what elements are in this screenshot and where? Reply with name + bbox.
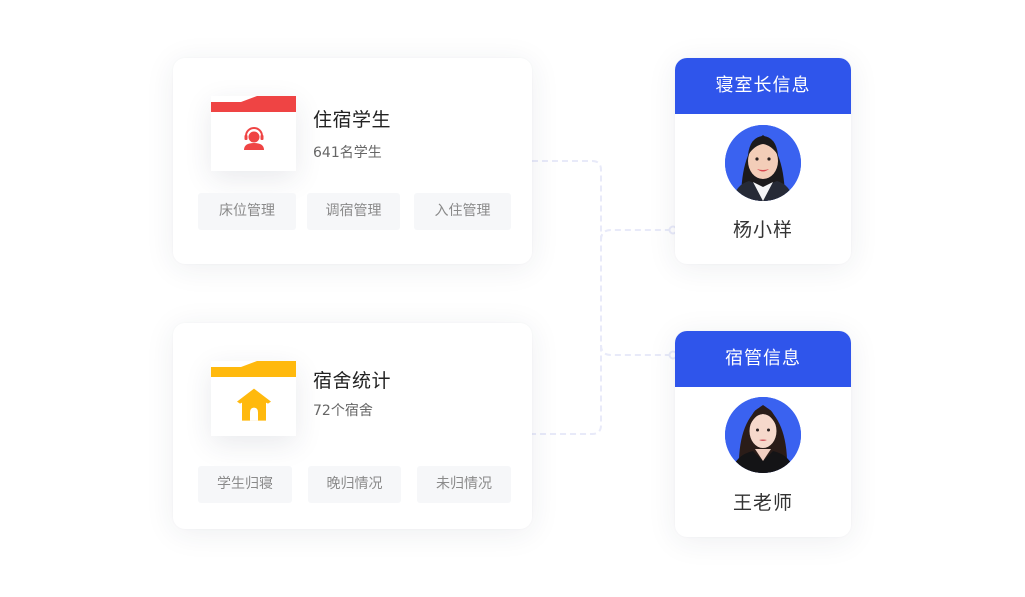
resident-students-card[interactable]: 住宿学生 641名学生 床位管理 调宿管理 入住管理 [173, 58, 532, 264]
late-return-button[interactable]: 晚归情况 [308, 466, 401, 503]
bed-management-button[interactable]: 床位管理 [198, 193, 296, 230]
dorm-manager-avatar [725, 397, 801, 473]
room-leader-avatar [725, 125, 801, 201]
person-photo-icon [725, 125, 801, 201]
dorm-manager-card[interactable]: 宿管信息 王老师 [675, 331, 851, 537]
folder-icon-yellow [211, 361, 296, 436]
house-icon [235, 387, 273, 425]
folder-tab-icon [211, 361, 296, 377]
student-return-button[interactable]: 学生归寝 [198, 466, 292, 503]
not-returned-button[interactable]: 未归情况 [417, 466, 511, 503]
dorm-count: 72个宿舍 [313, 403, 373, 419]
dorm-manager-name: 王老师 [732, 492, 793, 514]
headset-person-icon [241, 125, 267, 155]
card-title: 住宿学生 [313, 109, 392, 131]
room-leader-name: 杨小样 [732, 219, 793, 241]
student-count: 641名学生 [313, 145, 382, 161]
check-in-management-button[interactable]: 入住管理 [414, 193, 511, 230]
room-leader-header: 寝室长信息 [675, 58, 851, 114]
folder-tab-icon [211, 96, 296, 112]
room-transfer-button[interactable]: 调宿管理 [307, 193, 400, 230]
room-leader-card[interactable]: 寝室长信息 杨小样 [675, 58, 851, 264]
person-photo-icon [725, 397, 801, 473]
dorm-statistics-card[interactable]: 宿舍统计 72个宿舍 学生归寝 晚归情况 未归情况 [173, 323, 532, 529]
dorm-manager-header: 宿管信息 [675, 331, 851, 387]
folder-icon-red [211, 96, 296, 171]
card-title: 宿舍统计 [313, 370, 392, 392]
